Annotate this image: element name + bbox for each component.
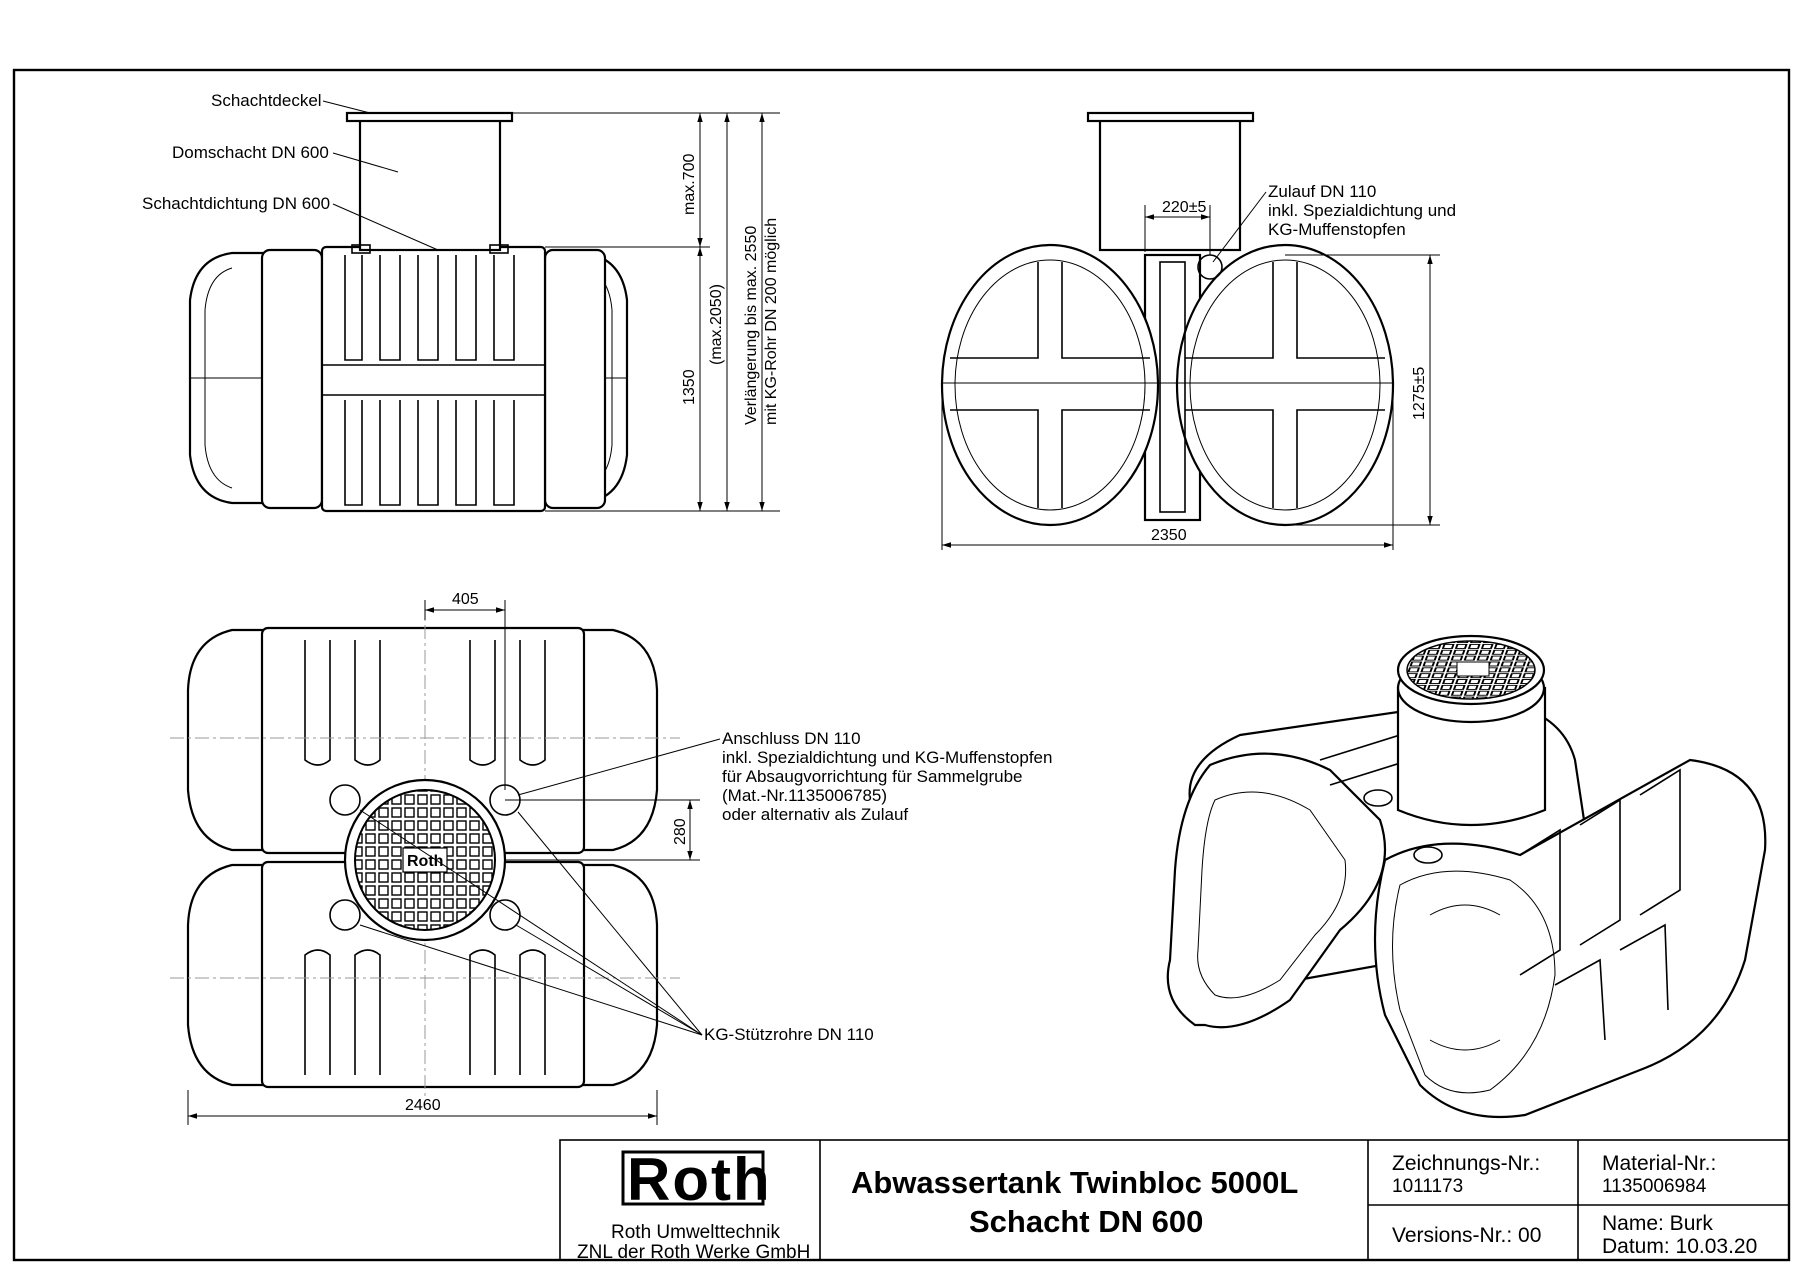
label-anschluss-3: für Absaugvorrichtung für Sammelgrube xyxy=(722,767,1023,786)
drawing-number-label: Zeichnungs-Nr.: xyxy=(1392,1152,1540,1175)
dim-220: 220±5 xyxy=(1162,199,1206,216)
drawing-date: Datum: 10.03.20 xyxy=(1602,1235,1757,1258)
dim-max2050: (max.2050) xyxy=(708,284,725,365)
material-number: 1135006984 xyxy=(1602,1176,1707,1197)
company-line-1: Roth Umwelttechnik xyxy=(611,1222,780,1243)
label-stuetzrohre: KG-Stützrohre DN 110 xyxy=(704,1025,874,1044)
dim-1350: 1350 xyxy=(681,369,698,405)
title-block: Roth Roth Umwelttechnik ZNL der Roth Wer… xyxy=(559,1139,1790,1263)
label-zulauf-2: inkl. Spezialdichtung und xyxy=(1268,201,1456,220)
label-anschluss-1: Anschluss DN 110 xyxy=(722,729,861,748)
dim-extension-1: Verlängerung bis max. 2550 xyxy=(743,226,760,425)
dim-1275: 1275±5 xyxy=(1411,367,1428,420)
side-view: max.700 1350 (max.2050) Verlängerung bis… xyxy=(142,91,780,513)
label-schachtdeckel: Schachtdeckel xyxy=(211,91,322,110)
version-number: Versions-Nr.: 00 xyxy=(1392,1224,1541,1247)
front-view: 220±5 1275±5 2350 Zulauf DN 110 inkl. Sp… xyxy=(940,111,1456,550)
lid-logo-text: Roth xyxy=(407,853,443,870)
dim-2460: 2460 xyxy=(405,1097,441,1114)
label-anschluss-2: inkl. Spezialdichtung und KG-Muffenstopf… xyxy=(722,748,1052,767)
dim-extension-2: mit KG-Rohr DN 200 möglich xyxy=(763,218,780,425)
label-zulauf-3: KG-Muffenstopfen xyxy=(1268,220,1406,239)
label-zulauf-1: Zulauf DN 110 xyxy=(1268,182,1376,201)
drawing-title-2: Schacht DN 600 xyxy=(969,1204,1203,1239)
isometric-view xyxy=(1166,634,1767,1119)
dim-max700: max.700 xyxy=(681,154,698,215)
label-schachtdichtung: Schachtdichtung DN 600 xyxy=(142,194,330,213)
author-name: Name: Burk xyxy=(1602,1212,1713,1235)
dim-2350: 2350 xyxy=(1151,527,1187,544)
label-domschacht: Domschacht DN 600 xyxy=(172,143,329,162)
drawing-title-1: Abwassertank Twinbloc 5000L xyxy=(851,1165,1298,1200)
company-line-2: ZNL der Roth Werke GmbH xyxy=(577,1242,810,1263)
dim-280: 280 xyxy=(672,818,689,845)
dim-405: 405 xyxy=(452,591,479,608)
label-anschluss-5: oder alternativ als Zulauf xyxy=(722,805,908,824)
material-number-label: Material-Nr.: xyxy=(1602,1152,1716,1175)
roth-logo: Roth xyxy=(627,1146,772,1213)
top-view: Roth 405 280 2460 Anschluss DN 110 inkl.… xyxy=(170,591,1052,1125)
label-anschluss-4: (Mat.-Nr.1135006785) xyxy=(722,786,887,805)
drawing-number: 1011173 xyxy=(1392,1176,1463,1197)
